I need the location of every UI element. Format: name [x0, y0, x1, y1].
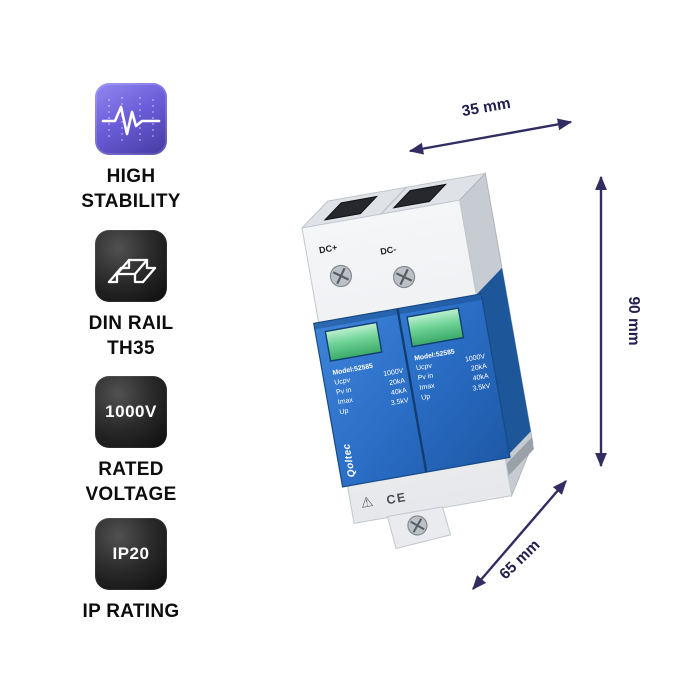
voltage-badge-icon: 1000V	[95, 376, 167, 448]
feature-label-high-stability: HIGH STABILITY	[46, 164, 216, 214]
pulse-icon	[95, 83, 167, 155]
status-window-right	[406, 307, 465, 348]
surge-protector-device: DC+ DC- Model:52585 Ucpv 100	[300, 172, 534, 550]
ip-badge-icon: IP20	[95, 518, 167, 590]
spec-value: 1000V	[383, 368, 404, 378]
feature-label-din-rail: DIN RAIL TH35	[46, 311, 216, 361]
spec-label: Pv in	[336, 387, 353, 397]
din-rail-icon	[95, 230, 167, 302]
dim-width-label: 35 mm	[461, 95, 512, 120]
terminal-slot-left	[323, 195, 379, 221]
voltage-badge-text: 1000V	[105, 402, 157, 421]
spec-value: 40kA	[472, 373, 489, 383]
mount-screw	[407, 515, 428, 536]
feature-label-line: VOLTAGE	[85, 484, 177, 505]
dim-depth-arrow	[472, 480, 567, 590]
top-face-divider	[380, 186, 408, 215]
terminal-label-positive: DC+	[318, 242, 338, 255]
terminal-label-negative: DC-	[379, 244, 396, 257]
spec-label: Up	[339, 408, 349, 416]
spec-value: 3.5kV	[390, 397, 409, 407]
spec-value: 1000V	[465, 353, 486, 363]
spec-label: Imax	[337, 397, 354, 407]
spec-value: 3.5kV	[472, 383, 491, 393]
spec-label: Up	[421, 393, 431, 401]
dim-width-arrow	[408, 118, 573, 155]
feature-label-line: IP RATING	[82, 601, 180, 622]
feature-label-line: RATED	[98, 459, 164, 480]
feature-din-rail: DIN RAIL TH35	[46, 230, 216, 361]
module-divider	[396, 308, 428, 473]
spec-label: Pv in	[417, 372, 434, 382]
feature-label-ip-rating: IP RATING	[46, 599, 216, 624]
feature-ip-rating: IP20 IP RATING	[46, 518, 216, 624]
feature-label-line: DIN RAIL	[88, 313, 174, 334]
ce-mark: CE	[385, 490, 407, 507]
dim-depth-label: 65 mm	[496, 537, 543, 583]
feature-label-line: HIGH	[106, 166, 156, 187]
spec-label: Ucpv	[416, 363, 433, 373]
spec-value: 20kA	[471, 363, 488, 373]
spec-value: 40kA	[391, 387, 408, 397]
feature-label-rated-voltage: RATED VOLTAGE	[46, 457, 216, 507]
status-window-left	[324, 321, 383, 362]
din-rail-notch	[506, 437, 534, 476]
terminal-slot-right	[392, 183, 448, 209]
feature-high-stability: HIGH STABILITY	[46, 83, 216, 214]
feature-label-line: TH35	[107, 338, 155, 359]
ip-badge-text: IP20	[112, 544, 150, 563]
spec-label: Ucpv	[334, 377, 351, 387]
terminal-screw-right	[392, 265, 416, 289]
pulse-icon-graphic	[101, 97, 161, 141]
warning-mark: ⚠	[359, 493, 374, 511]
spec-value: 20kA	[389, 377, 406, 387]
device-side-blue-band	[476, 267, 531, 459]
terminal-screw-left	[329, 264, 353, 288]
feature-label-line: STABILITY	[81, 191, 181, 212]
feature-rated-voltage: 1000V RATED VOLTAGE	[46, 376, 216, 507]
din-rail-icon-graphic	[107, 258, 157, 284]
spec-label: Imax	[419, 382, 436, 392]
dim-height-label: 90 mm	[625, 296, 642, 345]
